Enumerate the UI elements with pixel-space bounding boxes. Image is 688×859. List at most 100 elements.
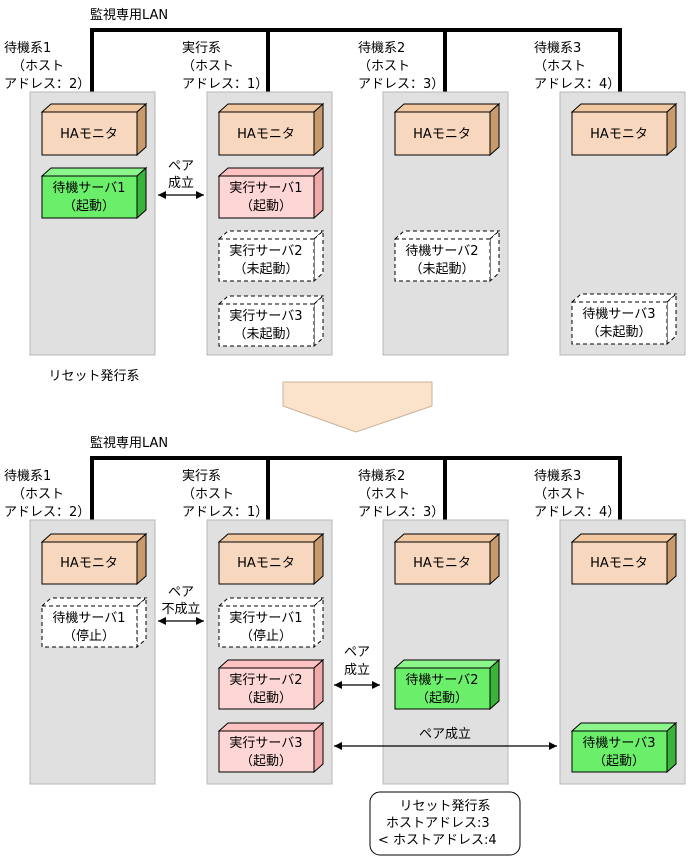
pair-arrow-bottom-1 [158, 617, 204, 625]
svg-text:待機系1: 待機系1 [4, 41, 51, 56]
svg-text:（未起動）: （未起動） [409, 262, 474, 277]
svg-text:待機系1: 待機系1 [4, 469, 51, 484]
standby-server1-bottom: 待機サーバ1 （停止） [40, 596, 148, 649]
svg-text:（起動）: （起動） [240, 199, 292, 214]
reset-label-top: リセット発行系 [48, 369, 139, 384]
pair-arrow-top [158, 191, 204, 199]
active-server2-bottom: 実行サーバ2 （起動） [217, 658, 325, 711]
svg-text:HAモニタ: HAモニタ [413, 556, 471, 571]
svg-text:ペア: ペア [168, 585, 194, 600]
transition-arrow [282, 381, 433, 433]
svg-text:実行サーバ1: 実行サーバ1 [229, 180, 302, 196]
svg-text:実行サーバ1: 実行サーバ1 [229, 610, 302, 626]
lan-line-bottom [90, 456, 622, 522]
svg-text:不成立: 不成立 [161, 602, 200, 617]
active-server1-bottom: 実行サーバ1 （停止） [217, 596, 325, 649]
svg-text:待機系2: 待機系2 [358, 41, 405, 56]
svg-text:成立: 成立 [344, 663, 370, 678]
ha-monitor-active-top: HAモニタ [217, 102, 325, 157]
svg-text:（起動）: （起動） [593, 754, 645, 769]
active-server2-top: 実行サーバ2 （未起動） [217, 229, 325, 283]
svg-text:アドレス：3）: アドレス：3） [358, 77, 444, 92]
svg-text:アドレス：2）: アドレス：2） [4, 505, 90, 520]
ha-monitor-standby3-top: HAモニタ [570, 102, 678, 157]
svg-text:（ホスト: （ホスト [182, 487, 234, 502]
svg-text:リセット発行系: リセット発行系 [399, 799, 490, 814]
svg-text:（未起動）: （未起動） [233, 262, 298, 277]
host-label-standby3-top: 待機系3 （ホスト アドレス：4） [534, 41, 620, 92]
lan-line-top [90, 28, 622, 94]
svg-text:実行サーバ2: 実行サーバ2 [229, 672, 302, 688]
svg-text:ペア: ペア [344, 645, 370, 660]
lan-label-bottom: 監視専用LAN [90, 435, 168, 451]
svg-text:（未起動）: （未起動） [233, 327, 298, 342]
svg-text:実行サーバ3: 実行サーバ3 [229, 308, 302, 324]
pair-label-bottom-1: ペア 不成立 [161, 585, 200, 617]
svg-text:HAモニタ: HAモニタ [60, 556, 118, 571]
host-label-active-bottom: 実行系 （ホスト アドレス：1） [182, 468, 268, 520]
svg-text:（ホスト: （ホスト [12, 487, 64, 502]
pair-label-bottom-3: ペア成立 [419, 727, 471, 742]
standby-server2-top: 待機サーバ2 （未起動） [393, 229, 501, 283]
svg-text:HAモニタ: HAモニタ [590, 127, 648, 142]
standby-server2-bottom: 待機サーバ2 （起動） [393, 658, 501, 711]
svg-text:HAモニタ: HAモニタ [237, 127, 295, 142]
svg-text:（ホスト: （ホスト [182, 59, 234, 74]
svg-text:（起動）: （起動） [240, 691, 292, 706]
pair-arrow-bottom-2 [334, 681, 380, 689]
ha-monitor-standby1-bottom: HAモニタ [40, 532, 148, 586]
svg-text:アドレス：4）: アドレス：4） [534, 505, 620, 520]
ha-monitor-standby2-top: HAモニタ [393, 102, 501, 157]
svg-text:アドレス：3）: アドレス：3） [358, 505, 444, 520]
svg-text:アドレス：1）: アドレス：1） [182, 77, 268, 92]
lan-label-top: 監視専用LAN [90, 7, 168, 23]
reset-note-box: リセット発行系 ホストアドレス:3 < ホストアドレス:4 [369, 791, 521, 856]
svg-text:< ホストアドレス:4: < ホストアドレス:4 [378, 833, 497, 848]
after-section: 監視専用LAN 待機系1 （ホスト アドレス：2） 実行系 （ホスト アドレス：… [4, 435, 686, 856]
svg-text:待機系3: 待機系3 [534, 469, 581, 484]
ha-monitor-standby2-bottom: HAモニタ [393, 532, 501, 586]
active-server3-top: 実行サーバ3 （未起動） [217, 294, 325, 348]
svg-text:待機サーバ1: 待機サーバ1 [52, 611, 125, 626]
active-server3-bottom: 実行サーバ3 （起動） [217, 721, 325, 774]
svg-text:待機サーバ2: 待機サーバ2 [405, 244, 478, 259]
svg-text:ホストアドレス:3: ホストアドレス:3 [386, 816, 490, 831]
svg-text:（起動）: （起動） [240, 754, 292, 769]
svg-text:待機サーバ3: 待機サーバ3 [582, 736, 655, 751]
before-section: 監視専用LAN 待機系1 （ホスト アドレス：2） 実行系 （ホスト アドレス：… [4, 7, 686, 384]
svg-text:（停止）: （停止） [240, 628, 292, 644]
svg-text:ペア: ペア [168, 159, 194, 174]
svg-text:実行サーバ2: 実行サーバ2 [229, 243, 302, 259]
svg-text:（起動）: （起動） [416, 691, 468, 706]
svg-text:（ホスト: （ホスト [534, 487, 586, 502]
svg-text:待機系2: 待機系2 [358, 469, 405, 484]
active-server1-top: 実行サーバ1 （起動） [217, 166, 325, 220]
svg-text:実行系: 実行系 [182, 468, 221, 484]
svg-text:（ホスト: （ホスト [358, 59, 410, 74]
svg-text:（停止）: （停止） [63, 628, 115, 644]
host-label-standby2-bottom: 待機系2 （ホスト アドレス：3） [358, 469, 444, 520]
svg-text:実行サーバ3: 実行サーバ3 [229, 735, 302, 751]
ha-monitor-standby1-top: HAモニタ [40, 102, 148, 157]
svg-text:HAモニタ: HAモニタ [413, 127, 471, 142]
host-label-standby2-top: 待機系2 （ホスト アドレス：3） [358, 41, 444, 92]
svg-text:（ホスト: （ホスト [12, 59, 64, 74]
svg-text:（ホスト: （ホスト [358, 487, 410, 502]
svg-text:待機サーバ2: 待機サーバ2 [405, 673, 478, 688]
svg-text:HAモニタ: HAモニタ [237, 556, 295, 571]
svg-text:実行系: 実行系 [182, 40, 221, 56]
host-label-standby1-top: 待機系1 （ホスト アドレス：2） [4, 41, 90, 92]
pair-label-bottom-2: ペア 成立 [344, 645, 370, 678]
standby-server3-bottom: 待機サーバ3 （起動） [570, 721, 678, 774]
svg-text:（起動）: （起動） [63, 199, 115, 214]
svg-text:HAモニタ: HAモニタ [590, 556, 648, 571]
ha-monitor-active-bottom: HAモニタ [217, 532, 325, 586]
svg-text:HAモニタ: HAモニタ [60, 127, 118, 142]
host-label-active-top: 実行系 （ホスト アドレス：1） [182, 40, 268, 92]
ha-monitor-standby3-bottom: HAモニタ [570, 532, 678, 586]
svg-text:アドレス：1）: アドレス：1） [182, 505, 268, 520]
svg-text:（未起動）: （未起動） [586, 325, 651, 340]
pair-arrow-bottom-3 [334, 742, 557, 750]
